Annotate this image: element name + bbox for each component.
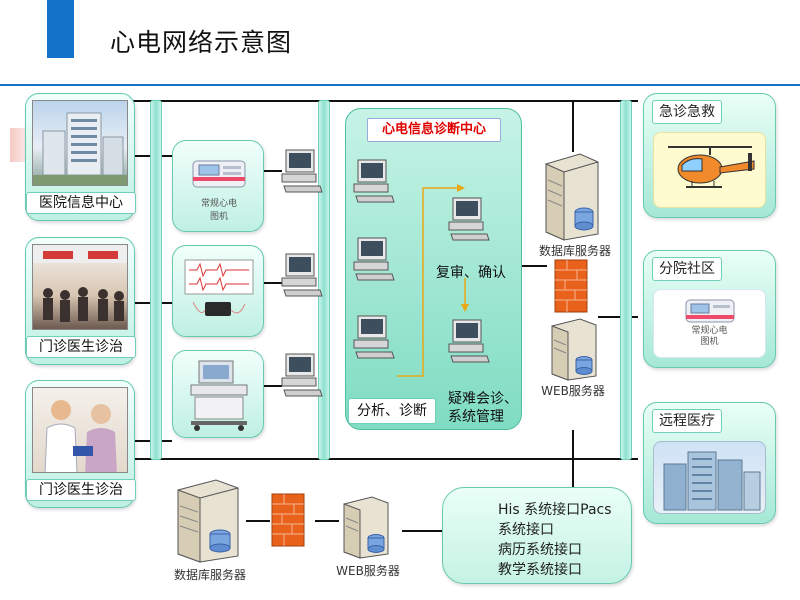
panel-label-outpatient-2: 门诊医生诊治	[26, 479, 136, 501]
branch-community-panel[interactable]: 分院社区 常规心电 图机	[643, 250, 776, 368]
web-server-bottom-label: WEB服务器	[336, 564, 400, 578]
database-server-icon	[177, 479, 239, 563]
helicopter-icon	[668, 146, 755, 188]
web-server-icon	[551, 318, 597, 381]
interface-medical-record: 病历系统接口	[498, 542, 582, 558]
ecg-device-panel-1[interactable]: 常规心电 图机	[172, 140, 264, 232]
hospital-info-center-panel[interactable]: 医院信息中心	[25, 93, 136, 221]
workstation-icon	[281, 353, 323, 397]
consult-label-line2: 系统管理	[448, 409, 504, 425]
ecg-device-caption-line2: 图机	[209, 212, 228, 222]
ecg-device-panel-3[interactable]	[172, 350, 264, 438]
ecg-device-caption: 常规心电 图机	[173, 196, 265, 222]
emergency-label: 急诊急救	[652, 100, 722, 124]
ecg-device-caption-line1: 常规心电	[200, 199, 237, 209]
interface-his-pacs: His 系统接口Pacs	[498, 502, 612, 518]
analysis-pc-icon	[353, 315, 395, 359]
system-interfaces-box[interactable]: His 系统接口Pacs 系统接口 病历系统接口 教学系统接口	[442, 487, 632, 584]
workflow-arrows	[397, 184, 469, 377]
consult-label-line1: 疑难会诊、	[448, 391, 518, 407]
ecg-software-icon	[184, 259, 254, 316]
panel-label-hospital-info: 医院信息中心	[26, 192, 136, 214]
branch-device-caption: 常规心电 图机	[654, 326, 765, 348]
analysis-pc-icon	[353, 159, 395, 203]
ecg-machine-icon	[192, 160, 246, 188]
branch-caption-line2: 图机	[700, 337, 719, 347]
firewall-icon	[554, 259, 588, 313]
branch-community-label: 分院社区	[652, 257, 722, 281]
title-accent-bar	[47, 0, 74, 58]
header-divider	[0, 84, 800, 86]
doctor-patient-photo	[32, 387, 128, 473]
firewall-icon	[271, 493, 305, 547]
outpatient-panel-2[interactable]: 门诊医生诊治	[25, 380, 136, 508]
db-server-bottom-label: 数据库服务器	[173, 568, 246, 582]
telemedicine-image-frame	[653, 441, 766, 514]
analysis-pc-icon	[353, 237, 395, 281]
db-server-top-label: 数据库服务器	[538, 244, 611, 258]
telemedicine-panel[interactable]: 远程医疗	[643, 402, 776, 524]
database-server-icon	[545, 153, 599, 241]
ecg-device-panel-2[interactable]	[172, 245, 264, 337]
page-title: 心电网络示意图	[110, 28, 293, 57]
outpatient-hall-photo	[32, 244, 128, 330]
workstation-icon	[281, 253, 323, 297]
consult-pc-icon	[448, 319, 490, 363]
review-pc-icon	[448, 197, 490, 241]
review-confirm-label: 复审、确认	[436, 265, 506, 281]
workstation-icon	[281, 149, 323, 193]
emergency-image-frame	[653, 132, 766, 208]
emergency-panel[interactable]: 急诊急救	[643, 93, 776, 218]
consult-manage-label: 疑难会诊、 系统管理	[448, 390, 518, 426]
network-bus-right	[620, 100, 632, 460]
interface-teaching: 教学系统接口	[498, 562, 582, 578]
interface-system: 系统接口	[498, 522, 554, 538]
ecg-diagnosis-center-title: 心电信息诊断中心	[367, 118, 501, 142]
decorative-shade	[10, 128, 28, 162]
hospital-towers-photo	[663, 451, 761, 511]
web-server-icon	[343, 496, 389, 559]
web-server-top-label: WEB服务器	[541, 384, 605, 398]
branch-device-frame: 常规心电 图机	[653, 289, 766, 358]
ecg-cart-icon	[190, 360, 248, 431]
network-bus-left	[150, 100, 162, 460]
telemedicine-label: 远程医疗	[652, 409, 722, 433]
hospital-building-photo	[32, 100, 128, 186]
panel-label-outpatient-1: 门诊医生诊治	[26, 336, 136, 358]
branch-caption-line1: 常规心电	[691, 326, 728, 336]
ecg-machine-icon	[685, 299, 735, 323]
outpatient-panel-1[interactable]: 门诊医生诊治	[25, 237, 136, 365]
analyze-diagnose-label: 分析、诊断	[348, 398, 436, 424]
